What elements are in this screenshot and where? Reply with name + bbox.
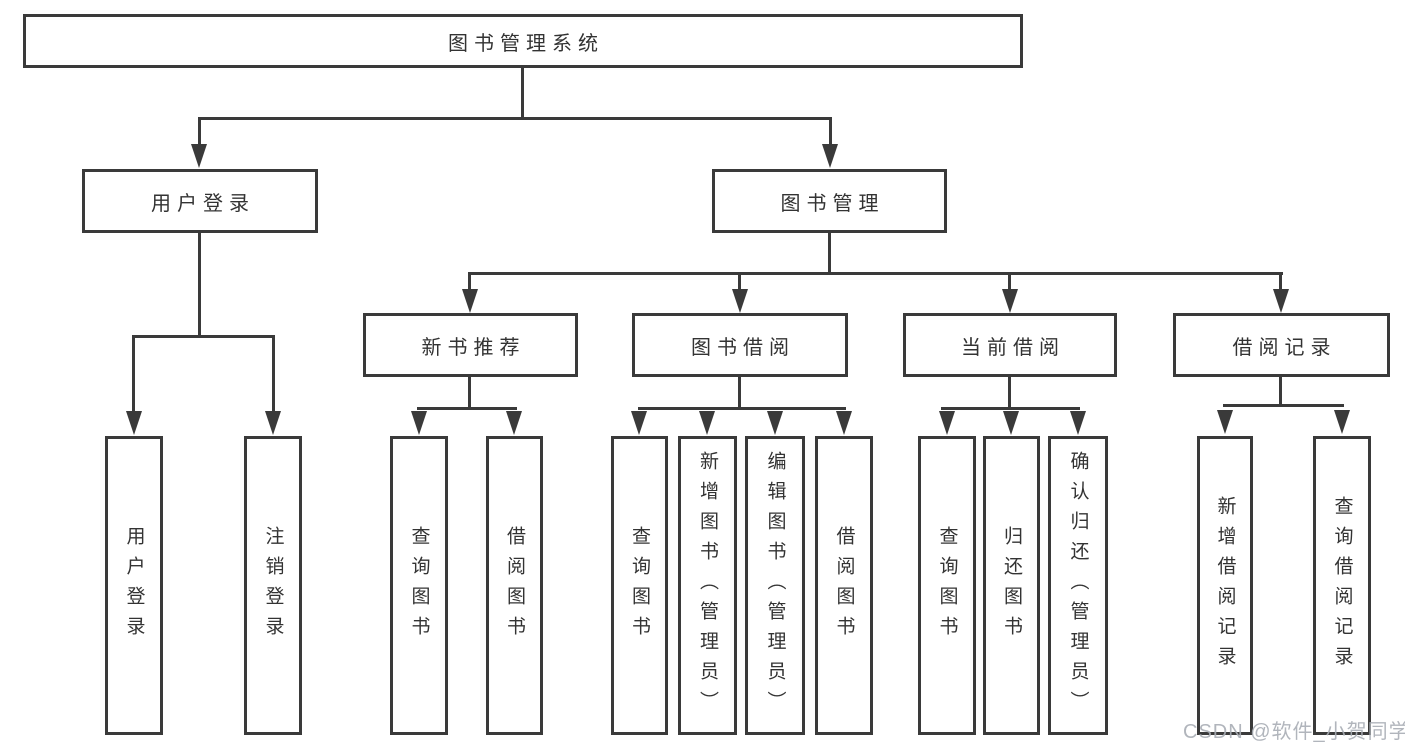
arrow-down-rec-borrow xyxy=(506,411,522,435)
node-current-borrow-label: 当前借阅 xyxy=(961,336,1065,359)
arrow-down-records-query xyxy=(1334,410,1350,434)
leaf-borrow-borrow-books-label: 借阅图书 xyxy=(833,525,855,646)
node-borrow-records-label: 借阅记录 xyxy=(1232,336,1337,359)
arrow-down-leaf-login xyxy=(126,411,142,435)
leaf-borrow-add-books-admin-label: 新增图书（管理员） xyxy=(697,450,718,721)
leaf-borrow-query-books-label: 查询图书 xyxy=(629,525,650,646)
arrow-down-current-query xyxy=(939,411,955,435)
leaf-rec-query-books: 查询图书 xyxy=(390,436,448,735)
arrow-down-rec-query xyxy=(411,411,427,435)
leaf-current-query-books: 查询图书 xyxy=(918,436,976,735)
arrow-down-current-borrow xyxy=(1002,289,1018,313)
connector-root-vertical xyxy=(521,68,524,118)
csdn-watermark: CSDN @软件_小贺同学 xyxy=(1183,721,1405,743)
arrow-down-borrow-query xyxy=(631,411,647,435)
connector-current-borrow-vertical xyxy=(1008,377,1011,410)
leaf-user-login: 用户登录 xyxy=(105,436,163,735)
arrow-down-current-confirm xyxy=(1070,411,1086,435)
connector-new-book-rec-horizontal xyxy=(417,407,517,410)
connector-stem-user-login xyxy=(198,117,201,147)
leaf-current-query-books-label: 查询图书 xyxy=(936,525,958,646)
node-root: 图书管理系统 xyxy=(23,14,1023,68)
leaf-current-confirm-return-admin-label: 确认归还（管理员） xyxy=(1067,450,1089,721)
connector-user-login-horizontal xyxy=(132,335,275,338)
arrow-down-book-borrow xyxy=(732,289,748,313)
node-book-mgmt: 图书管理 xyxy=(712,169,947,233)
connector-current-borrow-horizontal xyxy=(941,407,1080,410)
connector-book-mgmt-horizontal xyxy=(468,272,1283,275)
leaf-user-login-label: 用户登录 xyxy=(123,525,145,646)
connector-stem-book-borrow xyxy=(738,272,741,292)
connector-book-borrow-vertical xyxy=(738,377,741,410)
leaf-rec-query-books-label: 查询图书 xyxy=(408,525,430,646)
leaf-current-confirm-return-admin: 确认归还（管理员） xyxy=(1048,436,1108,735)
leaf-borrow-edit-books-admin-label: 编辑图书（管理员） xyxy=(764,450,786,721)
node-book-borrow-label: 图书借阅 xyxy=(691,336,795,359)
node-root-label: 图书管理系统 xyxy=(448,32,604,55)
leaf-current-return-books-label: 归还图书 xyxy=(1001,525,1022,646)
node-book-borrow: 图书借阅 xyxy=(632,313,848,377)
leaf-borrow-query-books: 查询图书 xyxy=(611,436,668,735)
leaf-records-add-record: 新增借阅记录 xyxy=(1197,436,1253,735)
connector-borrow-records-horizontal xyxy=(1223,404,1344,407)
node-new-book-rec: 新书推荐 xyxy=(363,313,578,377)
connector-stem-leaf-login xyxy=(132,335,135,413)
connector-new-book-rec-vertical xyxy=(468,377,471,410)
connector-borrow-records-vertical xyxy=(1279,377,1282,407)
node-book-mgmt-label: 图书管理 xyxy=(780,192,885,215)
node-user-login: 用户登录 xyxy=(82,169,318,233)
arrow-down-user-login xyxy=(191,144,207,168)
node-user-login-label: 用户登录 xyxy=(151,192,255,215)
arrow-down-new-book-rec xyxy=(462,289,478,313)
connector-root-horizontal xyxy=(198,117,832,120)
node-new-book-rec-label: 新书推荐 xyxy=(421,336,526,359)
leaf-logout-label: 注销登录 xyxy=(262,525,284,646)
leaf-records-query-record-label: 查询借阅记录 xyxy=(1331,495,1353,676)
leaf-records-query-record: 查询借阅记录 xyxy=(1313,436,1371,735)
arrow-down-borrow-add xyxy=(699,411,715,435)
arrow-down-current-return xyxy=(1003,411,1019,435)
connector-book-mgmt-vertical xyxy=(828,233,831,275)
leaf-current-return-books: 归还图书 xyxy=(983,436,1040,735)
connector-stem-book-mgmt xyxy=(829,117,832,147)
leaf-logout: 注销登录 xyxy=(244,436,302,735)
arrow-down-borrow-borrow xyxy=(836,411,852,435)
leaf-borrow-edit-books-admin: 编辑图书（管理员） xyxy=(745,436,805,735)
leaf-borrow-add-books-admin: 新增图书（管理员） xyxy=(678,436,737,735)
leaf-records-add-record-label: 新增借阅记录 xyxy=(1214,495,1236,676)
leaf-borrow-borrow-books: 借阅图书 xyxy=(815,436,873,735)
connector-stem-borrow-records xyxy=(1279,272,1282,292)
leaf-rec-borrow-books: 借阅图书 xyxy=(486,436,543,735)
arrow-down-records-add xyxy=(1217,410,1233,434)
leaf-rec-borrow-books-label: 借阅图书 xyxy=(504,525,525,646)
arrow-down-borrow-edit xyxy=(767,411,783,435)
node-borrow-records: 借阅记录 xyxy=(1173,313,1390,377)
connector-stem-leaf-logout xyxy=(272,335,275,413)
node-current-borrow: 当前借阅 xyxy=(903,313,1117,377)
connector-stem-current-borrow xyxy=(1008,272,1011,292)
connector-stem-new-book-rec xyxy=(468,272,471,292)
connector-book-borrow-horizontal xyxy=(638,407,846,410)
arrow-down-leaf-logout xyxy=(265,411,281,435)
arrow-down-borrow-records xyxy=(1273,289,1289,313)
connector-user-login-vertical xyxy=(198,233,201,337)
arrow-down-book-mgmt xyxy=(822,144,838,168)
